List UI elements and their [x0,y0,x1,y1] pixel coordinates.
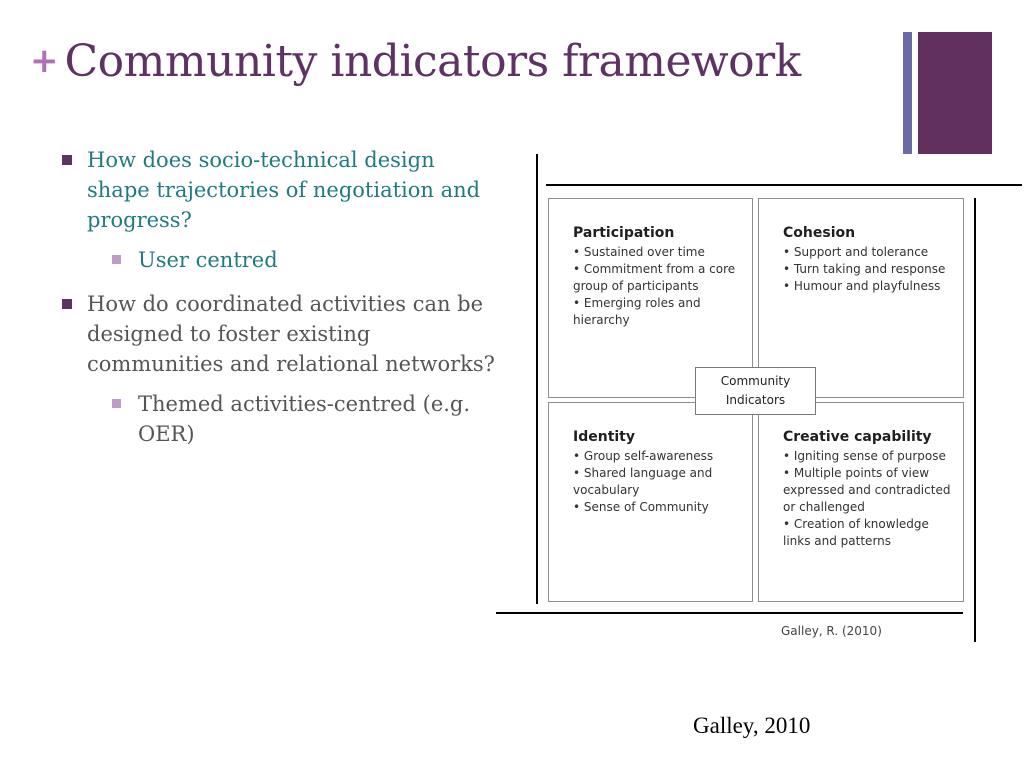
title-text: Community indicators framework [64,35,802,87]
quadrant-item: • Commitment from a core [573,262,736,276]
sub-bullet-item: Themed activities-centred (e.g. OER) [112,389,502,449]
bullet-item: How do coordinated activities can be des… [62,289,502,449]
square-bullet-icon [112,399,121,408]
frame-line-left [536,154,538,604]
quadrant-item: • Emerging roles and [573,296,701,310]
quadrant-item: vocabulary [573,483,640,497]
sub-bullet-list: Themed activities-centred (e.g. OER) [87,389,502,449]
decorative-bar [903,32,912,154]
quadrant-item: • Sustained over time [573,245,705,259]
quadrant-identity: Identity • Group self-awareness • Shared… [548,402,753,602]
quadrant-title: Identity [573,429,636,445]
quadrant-item: • Shared language and [573,466,713,480]
quadrant-item: • Turn taking and response [783,262,946,276]
quadrant-list: • Support and tolerance • Turn taking an… [783,244,953,295]
bullet-item: How does socio-technical design shape tr… [62,145,502,275]
bullet-text: How does socio-technical design shape tr… [87,148,481,232]
bullet-text: How do coordinated activities can be des… [87,292,495,376]
sub-bullet-list: User centred [87,245,502,275]
quadrant-cohesion: Cohesion • Support and tolerance • Turn … [758,198,964,398]
quadrant-list: • Sustained over time • Commitment from … [573,244,742,329]
square-bullet-icon [112,255,121,264]
quadrant-item: • Multiple points of view [783,466,930,480]
quadrant-item: • Group self-awareness [573,449,714,463]
sub-bullet-text: Themed activities-centred (e.g. OER) [138,392,471,446]
bullet-list: How does socio-technical design shape tr… [62,145,502,463]
quadrant-item: • Creation of knowledge [783,517,929,531]
quadrant-item: group of participants [573,279,699,293]
quadrant-title: Creative capability [783,429,932,445]
slide-title: + Community indicators framework [30,26,801,96]
quadrant-item: links and patterns [783,534,892,548]
quadrant-title: Participation [573,225,675,241]
center-label-line: Community [720,374,791,388]
quadrant-item: • Sense of Community [573,500,709,514]
quadrant-item: expressed and contradicted [783,483,951,497]
quadrant-item: • Igniting sense of purpose [783,449,946,463]
frame-line-bottom [496,612,963,614]
quadrant-creative-capability: Creative capability • Igniting sense of … [758,402,964,602]
quadrant-item: or challenged [783,500,865,514]
quadrant-item: hierarchy [573,313,630,327]
quadrant-participation: Participation • Sustained over time • Co… [548,198,753,398]
decorative-block [918,32,992,154]
quadrant-item: • Humour and playfulness [783,279,941,293]
sub-bullet-item: User centred [112,245,502,275]
frame-line-right [974,198,976,642]
figure-caption: Galley, R. (2010) [781,624,882,638]
community-indicators-diagram: Participation • Sustained over time • Co… [490,150,1024,650]
quadrant-list: • Igniting sense of purpose • Multiple p… [783,448,953,550]
square-bullet-icon [62,155,72,165]
plus-icon: + [30,41,59,81]
citation: Galley, 2010 [693,713,811,738]
quadrant-item: • Support and tolerance [783,245,929,259]
center-label-box: Community Indicators [695,367,816,415]
quadrant-title: Cohesion [783,225,856,241]
quadrant-list: • Group self-awareness • Shared language… [573,448,742,516]
sub-bullet-text: User centred [138,248,278,272]
center-label-line: Indicators [725,393,786,407]
square-bullet-icon [62,299,72,309]
frame-line-top [546,184,1022,186]
